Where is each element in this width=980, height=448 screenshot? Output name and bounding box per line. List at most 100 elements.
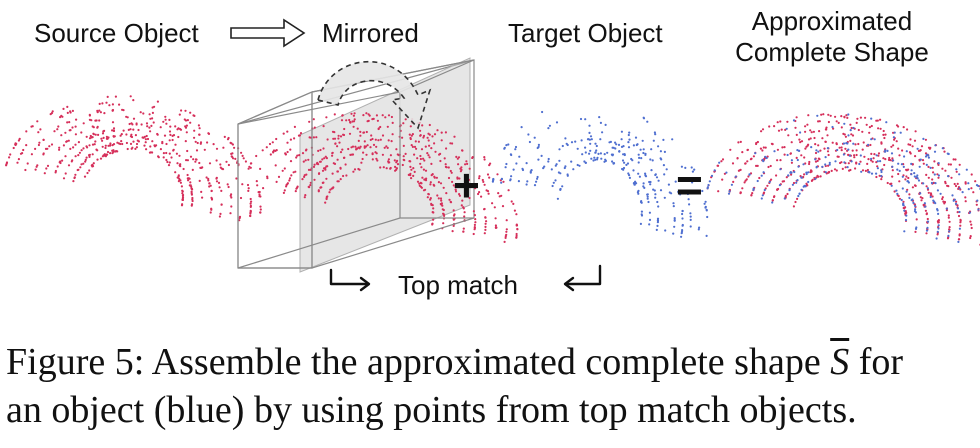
point (339, 166, 342, 169)
point (111, 129, 114, 132)
point (776, 121, 779, 124)
point (917, 179, 921, 182)
point (515, 234, 518, 237)
point (341, 114, 344, 117)
point (342, 174, 345, 178)
point (937, 224, 940, 227)
point (877, 154, 880, 157)
point (180, 204, 184, 207)
point (950, 176, 953, 179)
point (112, 129, 115, 132)
point (421, 124, 424, 127)
point (718, 161, 721, 164)
top-match-left-arrow-icon (329, 268, 371, 292)
point (908, 193, 911, 196)
point (914, 204, 917, 207)
point (142, 112, 145, 115)
point (626, 162, 630, 165)
point (165, 158, 168, 162)
point (274, 149, 277, 152)
point (535, 180, 538, 183)
point (459, 170, 462, 173)
point (132, 128, 135, 131)
point (42, 152, 45, 155)
point (804, 130, 807, 133)
point (561, 144, 564, 148)
point (24, 168, 27, 172)
point (294, 170, 297, 173)
point (325, 165, 328, 168)
point (379, 138, 382, 141)
point (372, 143, 376, 146)
point (705, 208, 708, 211)
point (445, 192, 448, 195)
point (927, 176, 930, 179)
point (220, 203, 223, 206)
point (662, 164, 666, 167)
point (494, 224, 497, 227)
point (599, 121, 603, 124)
point (283, 167, 286, 170)
point (751, 192, 754, 195)
point (485, 220, 488, 223)
point (379, 125, 382, 129)
point (391, 121, 394, 124)
point (196, 141, 199, 145)
point (178, 154, 181, 157)
point (840, 126, 843, 129)
point (64, 131, 67, 134)
point (450, 171, 453, 174)
point (554, 164, 557, 167)
point (779, 120, 782, 123)
point (836, 155, 839, 158)
point (793, 170, 796, 174)
point (827, 171, 830, 174)
point (877, 127, 880, 130)
point (951, 194, 954, 197)
point (785, 127, 788, 130)
point (46, 147, 49, 150)
point (946, 237, 950, 240)
point (96, 126, 99, 129)
point (339, 151, 343, 154)
point (610, 153, 614, 156)
point (755, 141, 758, 145)
point (419, 185, 423, 188)
point (770, 178, 773, 181)
point (181, 189, 184, 192)
point (156, 133, 159, 136)
point (460, 166, 463, 169)
point (67, 164, 71, 167)
point (502, 180, 505, 183)
point (130, 147, 133, 150)
point (590, 138, 593, 141)
point (576, 163, 579, 167)
point (847, 113, 850, 116)
point (445, 166, 448, 169)
point (174, 143, 177, 146)
point (867, 143, 870, 146)
point (807, 138, 811, 141)
point (650, 148, 653, 151)
point (515, 236, 518, 239)
point (247, 187, 250, 190)
point (509, 153, 512, 156)
mirrored-point-cloud (241, 112, 519, 243)
point (336, 158, 339, 161)
point (36, 120, 39, 123)
point (879, 127, 882, 130)
point (937, 174, 941, 177)
point (465, 160, 468, 163)
point (259, 208, 262, 211)
point (580, 139, 583, 142)
point (720, 160, 723, 163)
point (697, 228, 700, 231)
point (72, 146, 75, 149)
point (932, 199, 935, 202)
point (870, 152, 873, 155)
point (870, 124, 873, 128)
point (876, 165, 879, 168)
point (387, 114, 391, 117)
point (362, 151, 365, 154)
point (841, 167, 844, 170)
